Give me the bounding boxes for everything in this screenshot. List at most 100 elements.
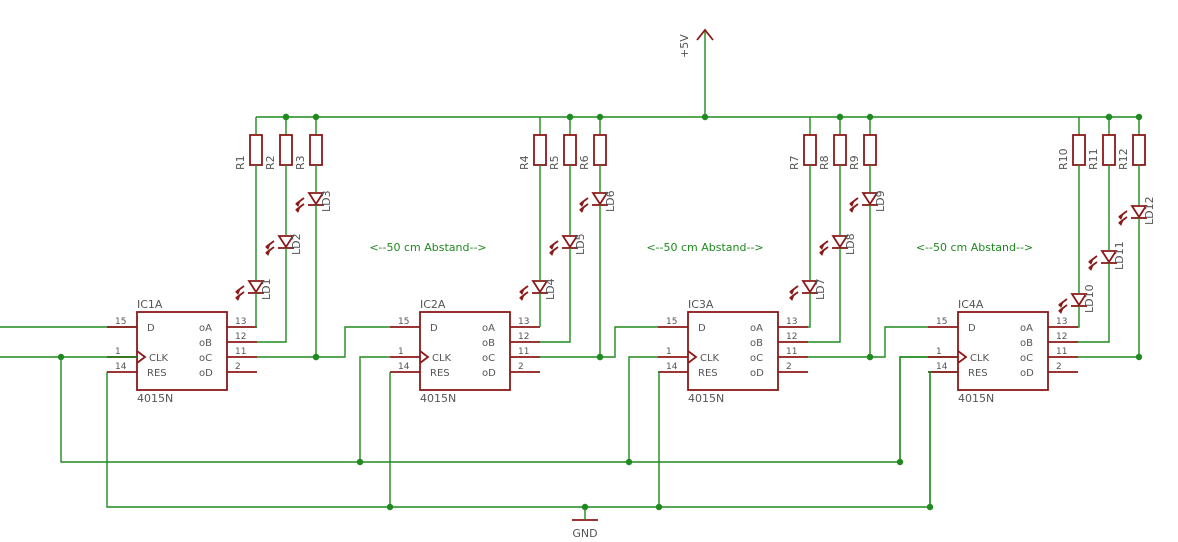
led-label: LD3 — [320, 190, 333, 212]
pin-name: CLK — [432, 353, 452, 364]
distance-note: <--50 cm Abstand--> — [369, 241, 486, 254]
pin-name: RES — [698, 368, 718, 379]
led-arrow-head — [579, 199, 586, 207]
junction-dot — [57, 353, 65, 361]
led-arrow-head — [1058, 300, 1065, 308]
pin-name: oB — [199, 338, 212, 349]
pin-number: 15 — [115, 317, 126, 327]
reset-bus — [106, 371, 958, 508]
pin-number: 11 — [235, 347, 246, 357]
clock-triangle-symbol — [419, 350, 430, 364]
led-symbol — [861, 192, 879, 206]
clock-triangle-symbol — [136, 350, 147, 364]
junction-dot — [701, 113, 709, 121]
distance-note: <--50 cm Abstand--> — [916, 241, 1033, 254]
supply-label: +5V — [678, 34, 691, 58]
pin-name: oD — [199, 368, 213, 379]
resistor-body — [1102, 134, 1116, 166]
pin-number: 2 — [786, 362, 792, 372]
led-symbol — [1070, 293, 1088, 307]
pin-number: 2 — [518, 362, 524, 372]
pin-number: 14 — [666, 362, 678, 372]
pin-number: 1 — [115, 347, 121, 357]
led-label: LD2 — [290, 233, 303, 255]
pin-name: D — [698, 323, 706, 334]
led-arrow-head — [819, 242, 826, 250]
led-symbol — [277, 235, 295, 249]
supply-arrow-symbol — [696, 28, 714, 41]
resistor-label: R1 — [234, 155, 247, 170]
led-arrow-head — [295, 199, 302, 207]
resistor-label: R7 — [788, 155, 801, 170]
pin-number: 14 — [398, 362, 410, 372]
led-output-wire — [1078, 263, 1110, 343]
led-output-wire — [257, 248, 287, 343]
led-label: LD8 — [844, 233, 857, 255]
pin-name: D — [147, 323, 155, 334]
pin-name: D — [430, 323, 438, 334]
junction-dot — [356, 458, 364, 466]
ic-name-label: IC4A — [958, 298, 984, 311]
resistor-label: R3 — [294, 155, 307, 170]
ic-type-label: 4015N — [137, 392, 173, 405]
resistor-body — [1072, 134, 1086, 166]
pin-number: 11 — [786, 347, 797, 357]
led-label: LD4 — [544, 278, 557, 300]
led-label: LD6 — [604, 190, 617, 212]
pin-number: 12 — [235, 332, 246, 342]
led-symbol — [591, 192, 609, 206]
led-label: LD10 — [1083, 284, 1096, 313]
resistor-label: R10 — [1057, 148, 1070, 170]
led-output-wire — [808, 293, 811, 328]
pin-name: oA — [482, 323, 495, 334]
led-arrow-head — [789, 287, 796, 295]
pin-number: 2 — [1056, 362, 1062, 372]
ic-type-label: 4015N — [688, 392, 724, 405]
led-symbol — [307, 192, 325, 206]
ic-name-label: IC1A — [137, 298, 163, 311]
led-arrow-head — [1118, 212, 1125, 220]
junction-dot — [866, 353, 874, 361]
clock-triangle-symbol — [957, 350, 968, 364]
led-arrow-head — [295, 205, 302, 213]
pin-number: 11 — [518, 347, 529, 357]
pin-number: 15 — [666, 317, 677, 327]
led-arrow-head — [1118, 218, 1125, 226]
pin-number: 1 — [666, 347, 672, 357]
resistor-body — [533, 134, 547, 166]
ic-name-label: IC3A — [688, 298, 714, 311]
pin-number: 13 — [518, 317, 529, 327]
junction-dot — [581, 503, 589, 511]
resistor-body — [249, 134, 263, 166]
resistor-body — [563, 134, 577, 166]
led-arrow-head — [519, 293, 526, 301]
resistor-body — [279, 134, 293, 166]
led-label: LD7 — [814, 278, 827, 300]
distance-note: <--50 cm Abstand--> — [646, 241, 763, 254]
led-label: LD1 — [260, 278, 273, 300]
pin-name: RES — [430, 368, 450, 379]
pin-name: RES — [147, 368, 167, 379]
resistor-label: R9 — [848, 155, 861, 170]
junction-dot — [566, 113, 574, 121]
pin-name: oD — [750, 368, 764, 379]
led-arrow-head — [1088, 263, 1095, 271]
reset-drop-wire — [928, 371, 931, 507]
pin-name: oD — [1020, 368, 1034, 379]
pin-name: oA — [750, 323, 763, 334]
junction-dot — [1135, 353, 1143, 361]
led-arrow-head — [849, 199, 856, 207]
pin-number: 13 — [1056, 317, 1067, 327]
junction-dot — [386, 503, 394, 511]
pin-number: 12 — [518, 332, 529, 342]
clock-drop-wire — [359, 356, 390, 462]
led-arrow-head — [789, 293, 796, 301]
led-arrow-head — [849, 205, 856, 213]
led-arrow-head — [235, 293, 242, 301]
led-symbol — [801, 280, 819, 294]
led-output-wire — [1078, 306, 1080, 328]
resistor-label: R2 — [264, 155, 277, 170]
resistor-label: R6 — [578, 155, 591, 170]
resistor-body — [833, 134, 847, 166]
led-output-wire — [808, 248, 841, 343]
